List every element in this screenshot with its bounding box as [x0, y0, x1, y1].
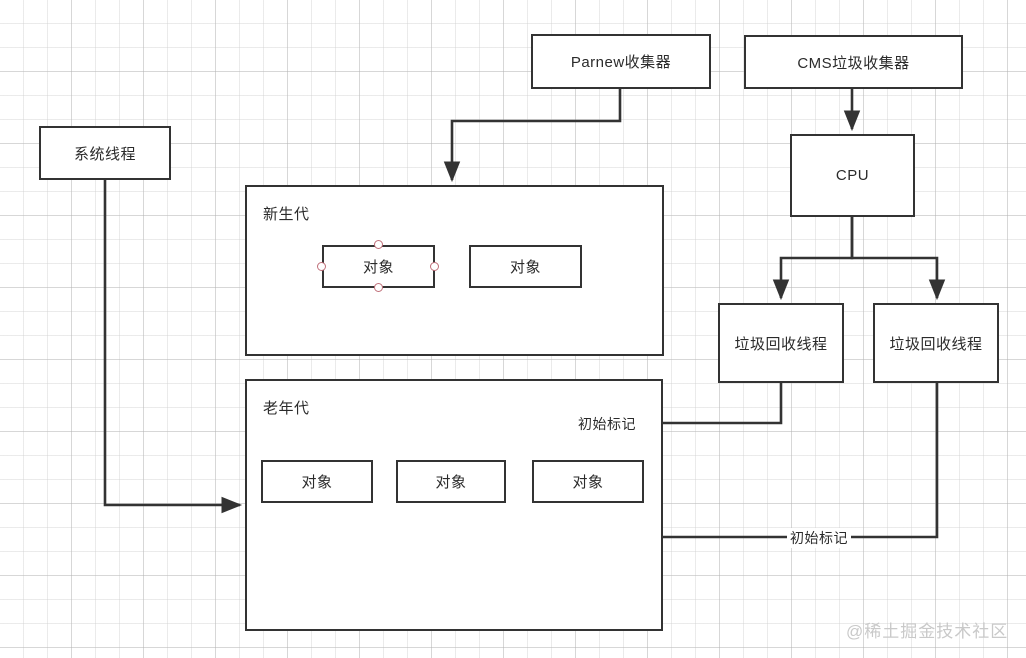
edge-cpu-to-gc-left: [772, 217, 854, 301]
node-old-generation-label: 老年代: [263, 400, 310, 417]
edge-label-initial-mark-upper: 初始标记: [575, 414, 639, 434]
old-object-1[interactable]: 对象: [261, 460, 373, 503]
node-cms-collector[interactable]: CMS垃圾收集器: [744, 35, 963, 89]
watermark: @稀土掘金技术社区: [846, 622, 1009, 641]
node-system-thread-label: 系统线程: [73, 145, 136, 163]
node-gc-thread-right-label: 垃圾回收线程: [889, 335, 983, 353]
selection-handle-left[interactable]: [317, 262, 326, 271]
node-parnew-collector-label: Parnew收集器: [570, 54, 672, 71]
old-object-1-label: 对象: [301, 474, 333, 491]
node-parnew-collector[interactable]: Parnew收集器: [531, 34, 711, 89]
node-system-thread[interactable]: 系统线程: [39, 126, 171, 180]
node-cpu-label: CPU: [835, 167, 870, 184]
young-object-2-label: 对象: [509, 259, 541, 276]
node-gc-thread-right[interactable]: 垃圾回收线程: [873, 303, 999, 383]
node-gc-thread-left[interactable]: 垃圾回收线程: [718, 303, 844, 383]
node-young-generation-label: 新生代: [263, 206, 310, 223]
selection-handle-right[interactable]: [430, 262, 439, 271]
selection-handle-bottom[interactable]: [374, 283, 383, 292]
node-gc-thread-left-label: 垃圾回收线程: [734, 335, 828, 353]
edge-label-initial-mark-lower: 初始标记: [787, 528, 851, 548]
edge-parnew-to-young: [443, 89, 622, 183]
selection-handle-top[interactable]: [374, 240, 383, 249]
node-cms-collector-label: CMS垃圾收集器: [797, 54, 910, 72]
node-young-generation[interactable]: 新生代: [245, 185, 664, 356]
young-object-1-label: 对象: [362, 259, 394, 276]
edge-system-thread-to-old-gen: [103, 180, 243, 514]
old-object-2[interactable]: 对象: [396, 460, 506, 503]
young-object-2[interactable]: 对象: [469, 245, 582, 288]
edge-cpu-to-gc-right: [850, 217, 946, 301]
old-object-3[interactable]: 对象: [532, 460, 644, 503]
young-object-1[interactable]: 对象: [322, 245, 435, 288]
old-object-2-label: 对象: [435, 474, 467, 491]
old-object-3-label: 对象: [572, 474, 604, 491]
node-cpu[interactable]: CPU: [790, 134, 915, 217]
